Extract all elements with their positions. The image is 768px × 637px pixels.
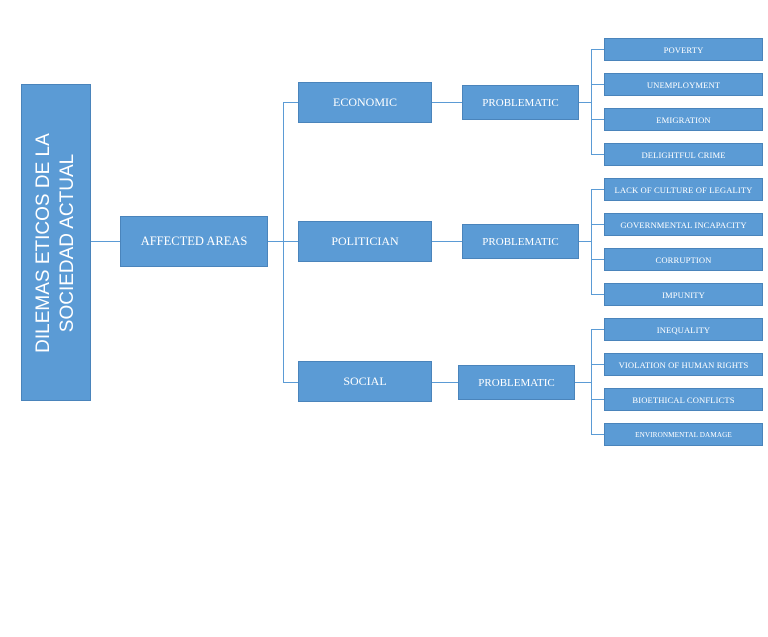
- connector-to-economic: [283, 102, 298, 103]
- issue-inequality: INEQUALITY: [604, 318, 763, 341]
- connector-politician-issue-4: [591, 294, 604, 295]
- issue-bioethical-conflicts: BIOETHICAL CONFLICTS: [604, 388, 763, 411]
- issue-unemployment: UNEMPLOYMENT: [604, 73, 763, 96]
- social-problematic: PROBLEMATIC: [458, 365, 575, 400]
- connector-politician-issue-1: [591, 189, 604, 190]
- connector-economic-issue-1: [591, 49, 604, 50]
- economic-problematic: PROBLEMATIC: [462, 85, 579, 120]
- connector-economic-issue-2: [591, 84, 604, 85]
- connector-social-issue-4: [591, 434, 604, 435]
- issue-governmental-incapacity: GOVERNMENTAL INCAPACITY: [604, 213, 763, 236]
- issue-violation-of-human-rights: VIOLATION OF HUMAN RIGHTS: [604, 353, 763, 376]
- connector-politician-vertical: [591, 189, 592, 294]
- issue-delightful-crime: DELIGHTFUL CRIME: [604, 143, 763, 166]
- politician-problematic: PROBLEMATIC: [462, 224, 579, 259]
- connector-social-issue-1: [591, 329, 604, 330]
- connector-root-hub: [91, 241, 120, 242]
- connector-social-stub: [575, 382, 591, 383]
- connector-social-issue-3: [591, 399, 604, 400]
- connector-politician-issue-2: [591, 224, 604, 225]
- area-social: SOCIAL: [298, 361, 432, 402]
- area-politician: POLITICIAN: [298, 221, 432, 262]
- connector-area-vertical: [283, 102, 284, 382]
- connector-politician-issue-3: [591, 259, 604, 260]
- connector-politician-stub: [579, 241, 591, 242]
- connector-to-politician: [283, 241, 298, 242]
- connector-economic-issue-3: [591, 119, 604, 120]
- connector-economic-issue-4: [591, 154, 604, 155]
- connector-social-vertical: [591, 329, 592, 434]
- connector-economic-vertical: [591, 49, 592, 154]
- connector-to-social: [283, 382, 298, 383]
- affected-areas-node: AFFECTED AREAS: [120, 216, 268, 267]
- issue-corruption: CORRUPTION: [604, 248, 763, 271]
- area-economic: ECONOMIC: [298, 82, 432, 123]
- issue-environmental-damage: ENVIRONMENTAL DAMAGE: [604, 423, 763, 446]
- connector-economic-problem: [432, 102, 462, 103]
- connector-social-issue-2: [591, 364, 604, 365]
- issue-impunity: IMPUNITY: [604, 283, 763, 306]
- root-title: DILEMAS ETICOS DE LA SOCIEDAD ACTUAL: [33, 132, 78, 353]
- issue-emigration: EMIGRATION: [604, 108, 763, 131]
- connector-economic-stub: [579, 102, 591, 103]
- connector-hub-trunk: [268, 241, 283, 242]
- connector-social-problem: [432, 382, 458, 383]
- issue-poverty: POVERTY: [604, 38, 763, 61]
- root-node: DILEMAS ETICOS DE LA SOCIEDAD ACTUAL: [21, 84, 91, 401]
- issue-lack-of-culture-of-legality: LACK OF CULTURE OF LEGALITY: [604, 178, 763, 201]
- connector-politician-problem: [432, 241, 462, 242]
